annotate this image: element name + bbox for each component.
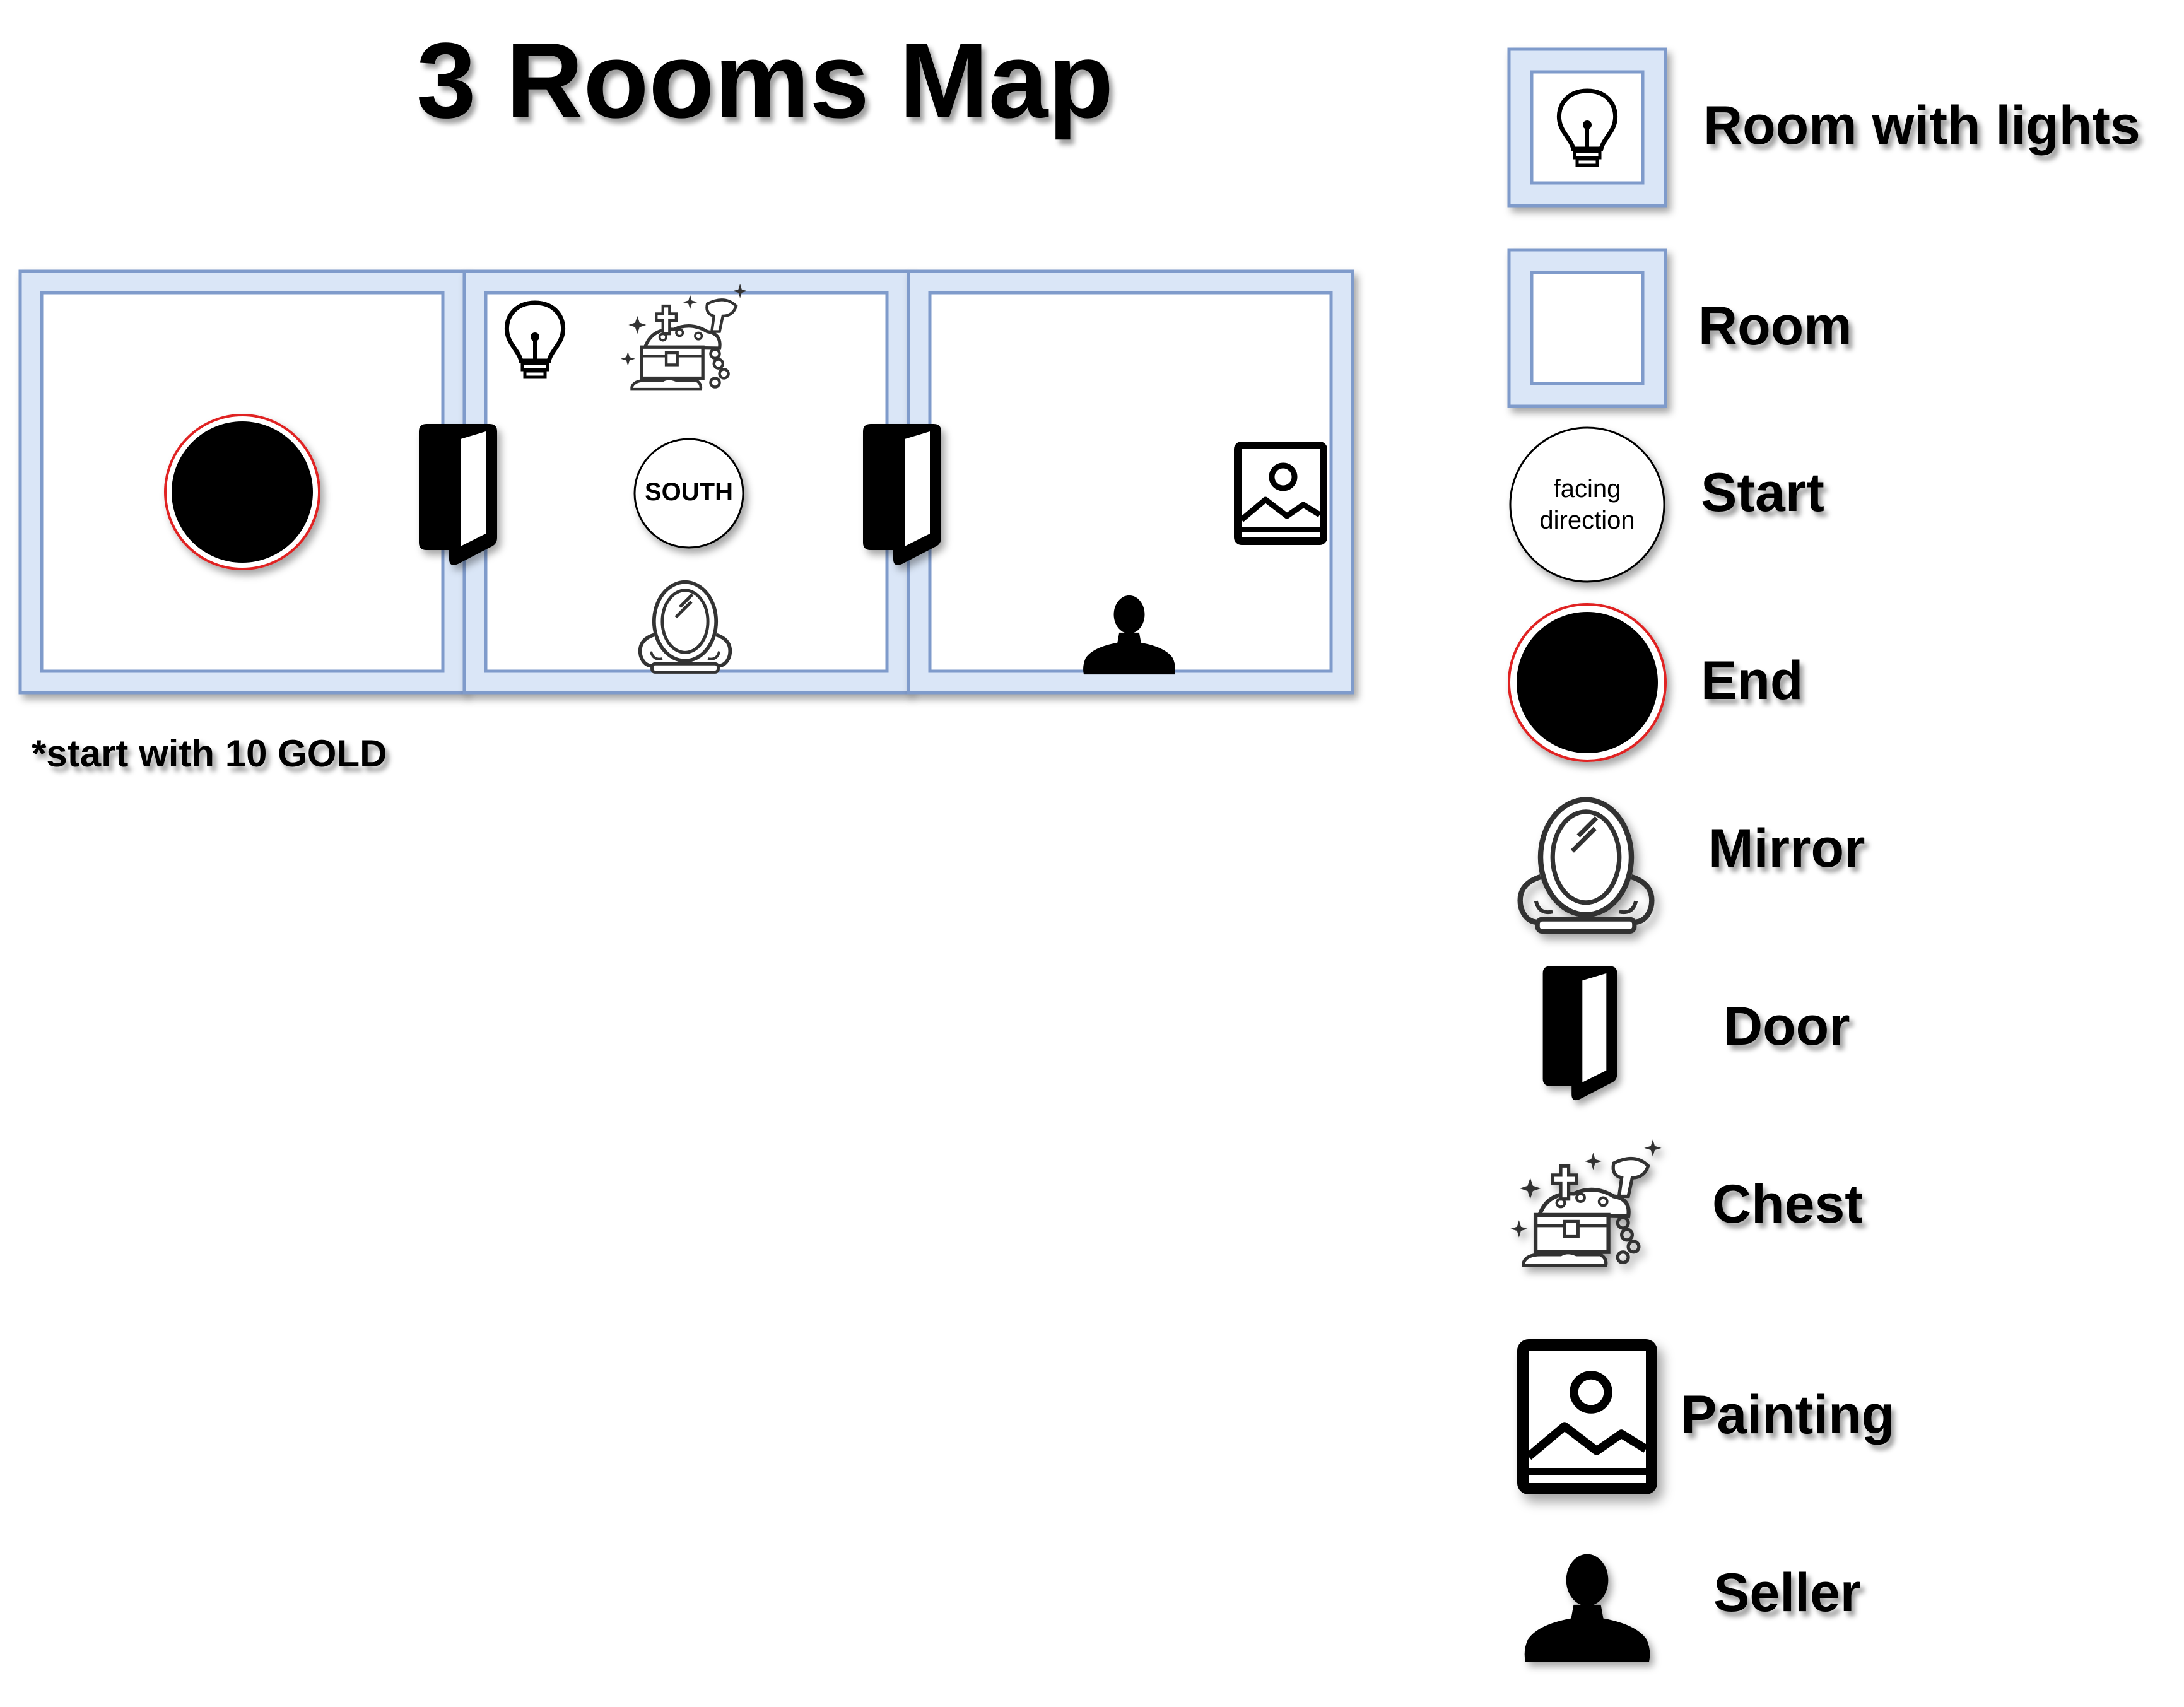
legend-label-end: End: [1701, 650, 1804, 711]
gold-note: *start with 10 GOLD: [32, 732, 387, 775]
legend-painting-icon: [1523, 1345, 1652, 1489]
painting-icon: [1238, 445, 1324, 541]
legend-label-room-with-lights: Room with lights: [1703, 95, 2140, 156]
legend-label-chest: Chest: [1712, 1174, 1863, 1235]
map-title: 3 Rooms Map: [416, 21, 1114, 141]
legend-label-room: Room: [1698, 296, 1852, 356]
legend-room-with-lights-icon: [1507, 47, 1667, 208]
start-direction-label: SOUTH: [645, 478, 733, 506]
legend-end-icon: [1508, 603, 1667, 762]
legend-room-icon: [1507, 248, 1667, 408]
legend-label-mirror: Mirror: [1708, 818, 1865, 879]
legend-door-icon: [1542, 966, 1617, 1101]
legend-start-symbol-text: facing direction: [1539, 475, 1635, 534]
legend-label-door: Door: [1723, 996, 1850, 1057]
legend-label-start: Start: [1701, 462, 1824, 523]
legend-mirror-icon: [1520, 800, 1652, 932]
start-marker: [633, 438, 744, 549]
legend-chest-icon: [1510, 1139, 1661, 1265]
end-marker: [164, 414, 320, 570]
legend-label-seller: Seller: [1713, 1563, 1862, 1623]
legend-seller-icon: [1524, 1554, 1650, 1662]
legend-label-painting: Painting: [1681, 1385, 1895, 1445]
legend-start-icon: [1509, 426, 1665, 583]
door-icon: [863, 424, 941, 565]
door-icon: [419, 424, 497, 565]
